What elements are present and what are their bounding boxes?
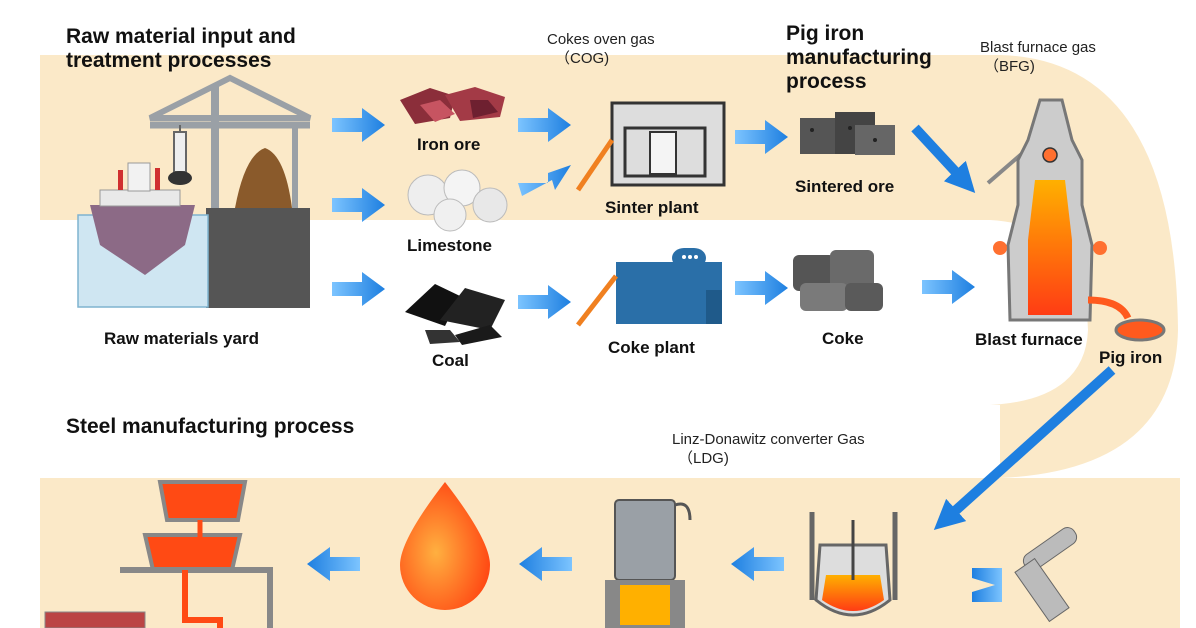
arrow-icon <box>735 271 788 305</box>
gas-name: Blast furnace gas <box>980 39 1096 56</box>
gas-label-bfg: Blast furnace gas （BFG) <box>980 38 1096 76</box>
gas-name: Cokes oven gas <box>547 31 655 48</box>
sintered-ore-icon <box>800 112 895 155</box>
stockpile-icon <box>206 148 310 308</box>
arrow-icon <box>332 272 385 306</box>
section-title-line: Raw material input and <box>66 25 296 48</box>
label-raw-materials-yard: Raw materials yard <box>104 329 259 348</box>
arrow-icon <box>518 108 571 142</box>
arrow-icon <box>911 124 976 194</box>
label-coal: Coal <box>432 351 469 370</box>
gas-abbr: （COG) <box>555 50 610 67</box>
section-title-line: process <box>786 70 867 93</box>
flow-arrows <box>307 108 1002 602</box>
casting-ladles-icon <box>44 480 273 628</box>
arrow-icon <box>933 366 1116 531</box>
arrow-icon <box>731 547 784 581</box>
iron-ore-icon <box>400 87 505 124</box>
ship-icon <box>77 162 209 308</box>
section-title-line: Pig iron <box>786 22 865 45</box>
gas-name: Linz-Donawitz converter Gas <box>672 431 865 448</box>
secondary-refining-icon <box>1014 527 1078 623</box>
label-limestone: Limestone <box>407 236 493 255</box>
crane-icon <box>148 74 312 210</box>
section-title-raw-input: Raw material input and treatment process… <box>66 25 296 73</box>
section-title-pig-iron: Pig iron manufacturing process <box>786 22 932 94</box>
coal-icon <box>405 284 505 345</box>
arrow-icon <box>519 547 572 581</box>
label-sinter-plant: Sinter plant <box>605 198 699 217</box>
gas-label-cog: Cokes oven gas （COG) <box>547 30 655 68</box>
label-pig-iron: Pig iron <box>1099 348 1163 367</box>
label-coke: Coke <box>822 329 864 348</box>
gas-abbr: （LDG) <box>678 450 729 467</box>
arrow-icon <box>735 120 788 154</box>
arrow-icon <box>307 547 360 581</box>
coke-plant-icon <box>576 248 722 327</box>
arrow-icon <box>332 188 385 222</box>
continuous-caster-icon <box>605 499 692 628</box>
blast-furnace-icon <box>986 98 1132 322</box>
arrow-icon <box>518 285 571 319</box>
gas-abbr: （BFG) <box>984 58 1035 75</box>
section-title-line: manufacturing <box>786 46 932 69</box>
arrow-icon <box>332 108 385 142</box>
arrow-icon <box>518 165 571 196</box>
molten-steel-drop-icon <box>400 482 490 610</box>
label-blast-furnace: Blast furnace <box>975 330 1083 349</box>
section-title-steel: Steel manufacturing process <box>66 415 355 438</box>
ladle-icon <box>1114 318 1166 342</box>
label-sintered-ore: Sintered ore <box>795 177 895 196</box>
label-coke-plant: Coke plant <box>608 338 695 357</box>
coke-icon <box>793 250 883 311</box>
arrow-icon <box>972 568 1002 602</box>
label-iron-ore: Iron ore <box>417 135 481 154</box>
sinter-plant-icon <box>575 101 726 192</box>
section-title-line: treatment processes <box>66 49 272 72</box>
converter-icon <box>809 512 898 617</box>
gas-label-ldg: Linz-Donawitz converter Gas （LDG) <box>672 430 865 468</box>
limestone-icon <box>407 169 508 232</box>
arrow-icon <box>922 270 975 304</box>
